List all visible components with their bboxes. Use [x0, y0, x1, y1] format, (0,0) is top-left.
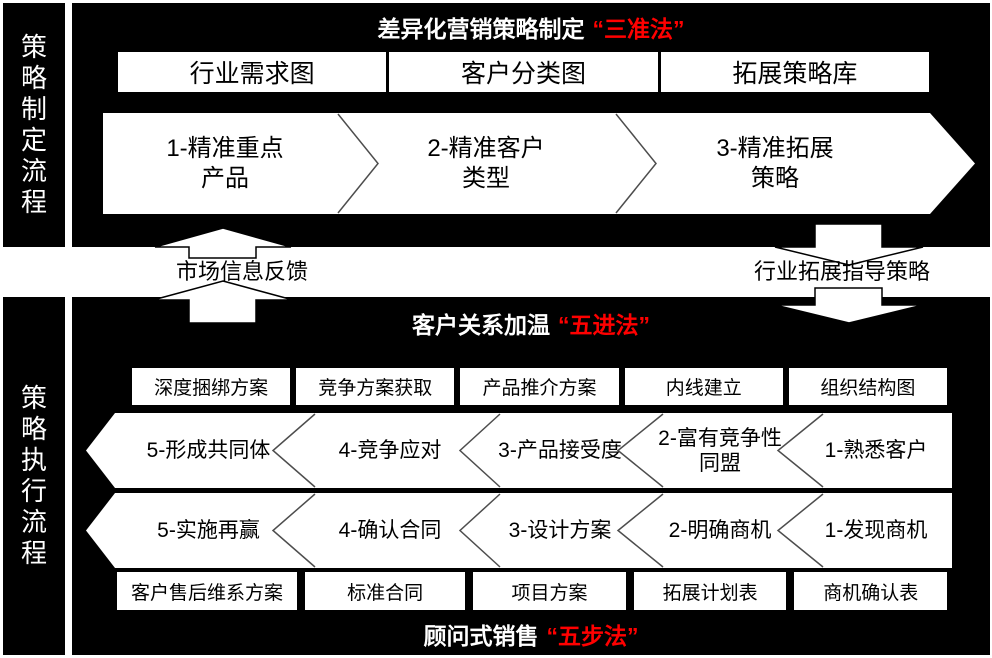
step-precise-expansion-strategy: 3-精准拓展 策略 — [716, 134, 834, 192]
box-insider-building: 内线建立 — [624, 368, 783, 405]
bottom-panel-title: 客户关系加温 “五进法” — [72, 306, 990, 340]
warming-step-competitive-alliance: 2-富有竞争性 同盟 — [658, 426, 782, 475]
selling-left-arrow — [86, 493, 952, 568]
warming-step-community: 5-形成共同体 — [146, 439, 271, 462]
selling-step-design-solution: 3-设计方案 — [508, 519, 612, 542]
top-panel-title-text: 差异化营销策略制定 — [377, 16, 585, 42]
selling-step-clarify-opportunity: 2-明确商机 — [668, 519, 772, 542]
sidebar-strategy-execution-label: 策略执行流程 — [20, 383, 47, 568]
box-standard-contract: 标准合同 — [305, 572, 466, 610]
box-industry-demand-map: 行业需求图 — [118, 52, 387, 92]
warming-left-arrow — [86, 413, 952, 488]
top-panel-title-highlight: “三准法” — [592, 16, 685, 42]
strategy-execution-panel: 客户关系加温 “五进法” 深度捆绑方案 竞争方案获取 产品推介方案 内线建立 组织… — [72, 297, 990, 655]
three-step-right-arrow — [103, 113, 975, 214]
box-deep-binding-plan: 深度捆绑方案 — [132, 368, 291, 405]
top-panel-title: 差异化营销策略制定 “三准法” — [72, 10, 990, 44]
step-precise-customer-types: 2-精准客户 类型 — [427, 134, 545, 192]
guidance-label: 行业拓展指导策略 — [753, 259, 930, 284]
sales-document-boxes: 客户售后维系方案 标准合同 项目方案 拓展计划表 商机确认表 — [117, 572, 947, 610]
selling-step-confirm-contract: 4-确认合同 — [338, 519, 442, 542]
box-project-plan: 项目方案 — [473, 572, 626, 610]
relationship-tool-boxes: 深度捆绑方案 竞争方案获取 产品推介方案 内线建立 组织结构图 — [132, 368, 948, 405]
box-expansion-strategy-library: 拓展策略库 — [660, 52, 929, 92]
sidebar-strategy-making: 策略制定流程 — [3, 3, 65, 247]
selling-step-find-opportunity: 1-发现商机 — [824, 519, 928, 542]
box-after-sales-maintenance-plan: 客户售后维系方案 — [117, 572, 298, 610]
footer-title: 顾问式销售 “五步法” — [72, 617, 990, 651]
sidebar-strategy-execution: 策略执行流程 — [3, 297, 65, 655]
warming-step-know-customer: 1-熟悉客户 — [824, 439, 928, 462]
warming-step-competition-response: 4-竞争应对 — [338, 439, 442, 462]
selling-step-implement-win-again: 5-实施再赢 — [157, 519, 260, 542]
box-product-promotion-plan: 产品推介方案 — [460, 368, 619, 405]
top-map-boxes: 行业需求图 客户分类图 拓展策略库 — [118, 52, 929, 92]
box-customer-classification-map: 客户分类图 — [389, 52, 658, 92]
box-competitor-plan-acquisition: 竞争方案获取 — [296, 368, 455, 405]
sidebar-strategy-making-label: 策略制定流程 — [20, 32, 47, 217]
box-opportunity-confirmation-sheet: 商机确认表 — [794, 572, 947, 610]
bottom-panel-title-highlight: “五进法” — [558, 312, 650, 338]
bottom-panel-title-text: 客户关系加温 — [412, 312, 550, 338]
guidance-down-arrow — [774, 224, 924, 324]
strategy-making-panel: 差异化营销策略制定 “三准法” 行业需求图 客户分类图 拓展策略库 1-精准重点 … — [72, 3, 990, 247]
warming-step-product-acceptance: 3-产品接受度 — [498, 439, 622, 462]
box-organization-chart: 组织结构图 — [788, 368, 948, 405]
step-precise-key-products: 1-精准重点 产品 — [166, 134, 284, 192]
footer-title-text: 顾问式销售 — [423, 623, 539, 649]
box-expansion-plan-sheet: 拓展计划表 — [633, 572, 787, 610]
feedback-up-arrow — [152, 227, 294, 324]
feedback-label: 市场信息反馈 — [175, 259, 308, 284]
footer-title-highlight: “五步法” — [546, 623, 639, 649]
